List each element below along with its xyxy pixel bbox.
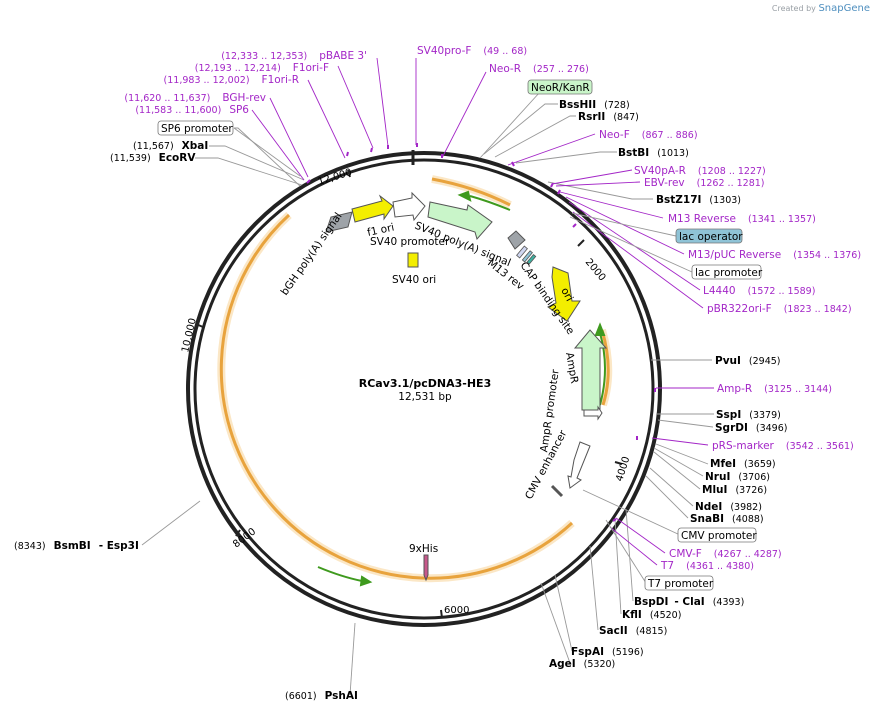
backbone-inner [193, 158, 655, 620]
tick-label: 6000 [444, 605, 469, 616]
enzyme-site: NdeI(3982) [695, 501, 762, 513]
primer-site: SV40pro-F(49 .. 68) [417, 45, 527, 57]
enzyme-site: BspDI- ClaI(4393) [634, 596, 744, 608]
tick-label: 4000 [614, 455, 632, 483]
lac-promoter-box [691, 264, 762, 280]
feature-label-his-tag: 9xHis [409, 543, 438, 555]
ampr-promoter-arrow [583, 405, 603, 421]
enzyme-site: SgrDI(3496) [715, 422, 787, 434]
ampr-orf [600, 329, 610, 406]
primer-site: T7(4361 .. 4380) [660, 560, 754, 572]
m13-rev-mark [516, 245, 528, 259]
cmv-promoter-mark [550, 484, 564, 498]
feature-label-bgh-polya: bGH poly(A) signal [279, 211, 345, 298]
primer-site: (11,620 .. 11,637)BGH-rev [124, 92, 266, 104]
primer-site: pRS-marker(3542 .. 3561) [712, 440, 854, 452]
ori-arrow [547, 266, 581, 322]
sv40-promoter-arrow [392, 191, 426, 222]
primer-site: SV40pA-R(1208 .. 1227) [634, 165, 766, 177]
primer-site: M13/pUC Reverse(1354 .. 1376) [688, 249, 861, 261]
primer-site: (12,193 .. 12,214)F1ori-F [195, 62, 329, 74]
lac-promoter-label: lac promoter [695, 267, 763, 279]
lac-operator-label: lac operator [679, 231, 743, 243]
neor-label: NeoR/KanR [531, 82, 590, 94]
primer-site: L4440(1572 .. 1589) [703, 285, 815, 297]
primer-site: EBV-rev(1262 .. 1281) [644, 177, 765, 189]
orf-direction-arrows [317, 190, 606, 587]
enzyme-site: (6601)PshAI [285, 690, 358, 702]
enzyme-site: (11,539)EcoRV [110, 152, 196, 164]
feature-shapes [325, 191, 608, 582]
enzyme-site: KflI(4520) [622, 609, 681, 621]
ampr-arrow [573, 329, 608, 411]
primer-site: Neo-F(867 .. 886) [599, 129, 698, 141]
credit: Created by SnapGene [772, 3, 870, 14]
snapgene-logo: SnapGene [818, 3, 870, 14]
sp6-promoter-box [157, 120, 234, 136]
sv40-polya-shape [507, 230, 526, 250]
backbone-outer [186, 151, 662, 627]
enzyme-site: MfeI(3659) [710, 458, 776, 470]
orf-large [217, 212, 575, 583]
primer-site: Amp-R(3125 .. 3144) [717, 383, 832, 395]
feature-label-ampr: AmpR [563, 351, 580, 384]
lac-operator-mark [521, 250, 533, 263]
enzyme-site: (11,567)XbaI [133, 140, 208, 152]
enzyme-site: (8343)BsmBI- Esp3I [14, 540, 139, 552]
primer-site: Neo-R(257 .. 276) [489, 63, 589, 75]
primer-site: pBR322ori-F(1823 .. 1842) [707, 303, 852, 315]
primer-site: (12,333 .. 12,353)pBABE 3' [221, 50, 367, 62]
cmv-promoter-box [677, 527, 757, 543]
cmv-promoter-label: CMV promoter [681, 530, 757, 542]
orf-large [219, 213, 574, 580]
sp6-promoter-label: SP6 promoter [161, 123, 233, 135]
feature-label-sv40-promoter: SV40 promoter [370, 236, 450, 248]
primer-site: (11,983 .. 12,002)F1ori-R [164, 74, 299, 86]
orf-top [431, 177, 511, 207]
primer-site: (11,583 .. 11,600)SP6 [135, 104, 249, 116]
enzyme-site: BstBI(1013) [618, 147, 689, 159]
tick-label: 2000 [583, 257, 608, 284]
orf-arcs [217, 175, 613, 583]
his-tag-mark [423, 554, 429, 582]
sv40-ori-box [407, 252, 419, 268]
enzyme-site: BssHII(728) [559, 99, 630, 111]
credit-prefix: Created by [771, 4, 816, 13]
enzyme-site: AgeI(5320) [549, 658, 615, 670]
t7-promoter-label: T7 promoter [647, 578, 714, 590]
enzyme-site: SacII(4815) [599, 625, 667, 637]
feature-label-sv40-ori: SV40 ori [392, 274, 436, 286]
cmv-enhancer-arrow [567, 441, 591, 489]
primer-site: M13 Reverse(1341 .. 1357) [668, 213, 816, 225]
neor-arrow [427, 201, 493, 241]
enzyme-site: FspAI(5196) [571, 646, 644, 658]
enzyme-site: SspI(3379) [716, 409, 781, 421]
feature-label-f1-ori: f1 ori [366, 222, 395, 239]
enzyme-site: NruI(3706) [705, 471, 770, 483]
t7-promoter-box [644, 575, 714, 591]
enzyme-leaders [141, 103, 714, 696]
enzyme-site: SnaBI(4088) [690, 513, 764, 525]
primer-marks [306, 143, 656, 522]
feature-leaders [233, 91, 693, 584]
lac-operator-box [675, 228, 743, 244]
enzyme-site: RsrII(847) [578, 111, 639, 123]
plasmid-length: 12,531 bp [398, 391, 452, 403]
enzyme-site: MluI(3726) [702, 484, 767, 496]
plasmid-name: RCav3.1/pcDNA3-HE3 [359, 377, 491, 390]
primer-labels: SV40pro-F(49 .. 68) Neo-R(257 .. 276) Ne… [124, 45, 861, 572]
tick-marks [195, 169, 623, 619]
enzyme-labels: BssHII(728) RsrII(847) BstBI(1013) BstZ1… [14, 99, 787, 702]
cap-site-mark [526, 253, 537, 265]
bgh-polya-shape [325, 211, 353, 233]
f1-ori-arrow [351, 194, 394, 223]
outside-feature-boxes: NeoR/KanR lac operator lac promoter CMV … [157, 79, 763, 591]
neor-box [527, 79, 593, 95]
primer-site: CMV-F(4267 .. 4287) [669, 548, 782, 560]
enzyme-site: BstZ17I(1303) [656, 194, 741, 206]
enzyme-site: PvuI(2945) [715, 355, 781, 367]
feature-label-ori: ori [558, 286, 575, 304]
